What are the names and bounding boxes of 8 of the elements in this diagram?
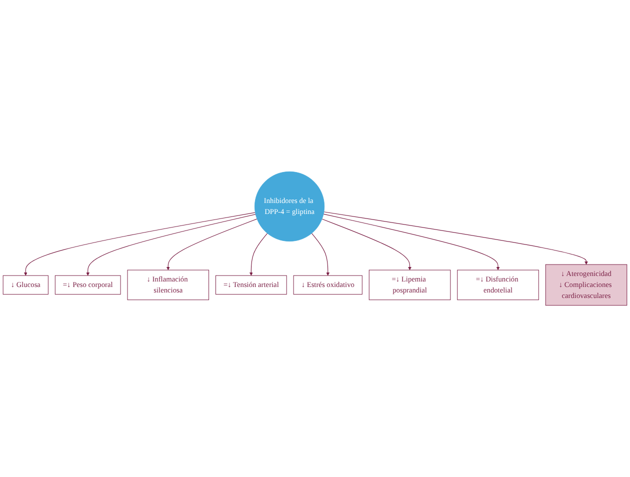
arrow [324,212,588,265]
arrow [86,214,256,276]
arrow [323,214,500,270]
arrow [166,218,258,270]
arrow [322,218,412,270]
arrow [24,212,256,276]
arrow [311,233,330,276]
arrow [249,233,268,276]
